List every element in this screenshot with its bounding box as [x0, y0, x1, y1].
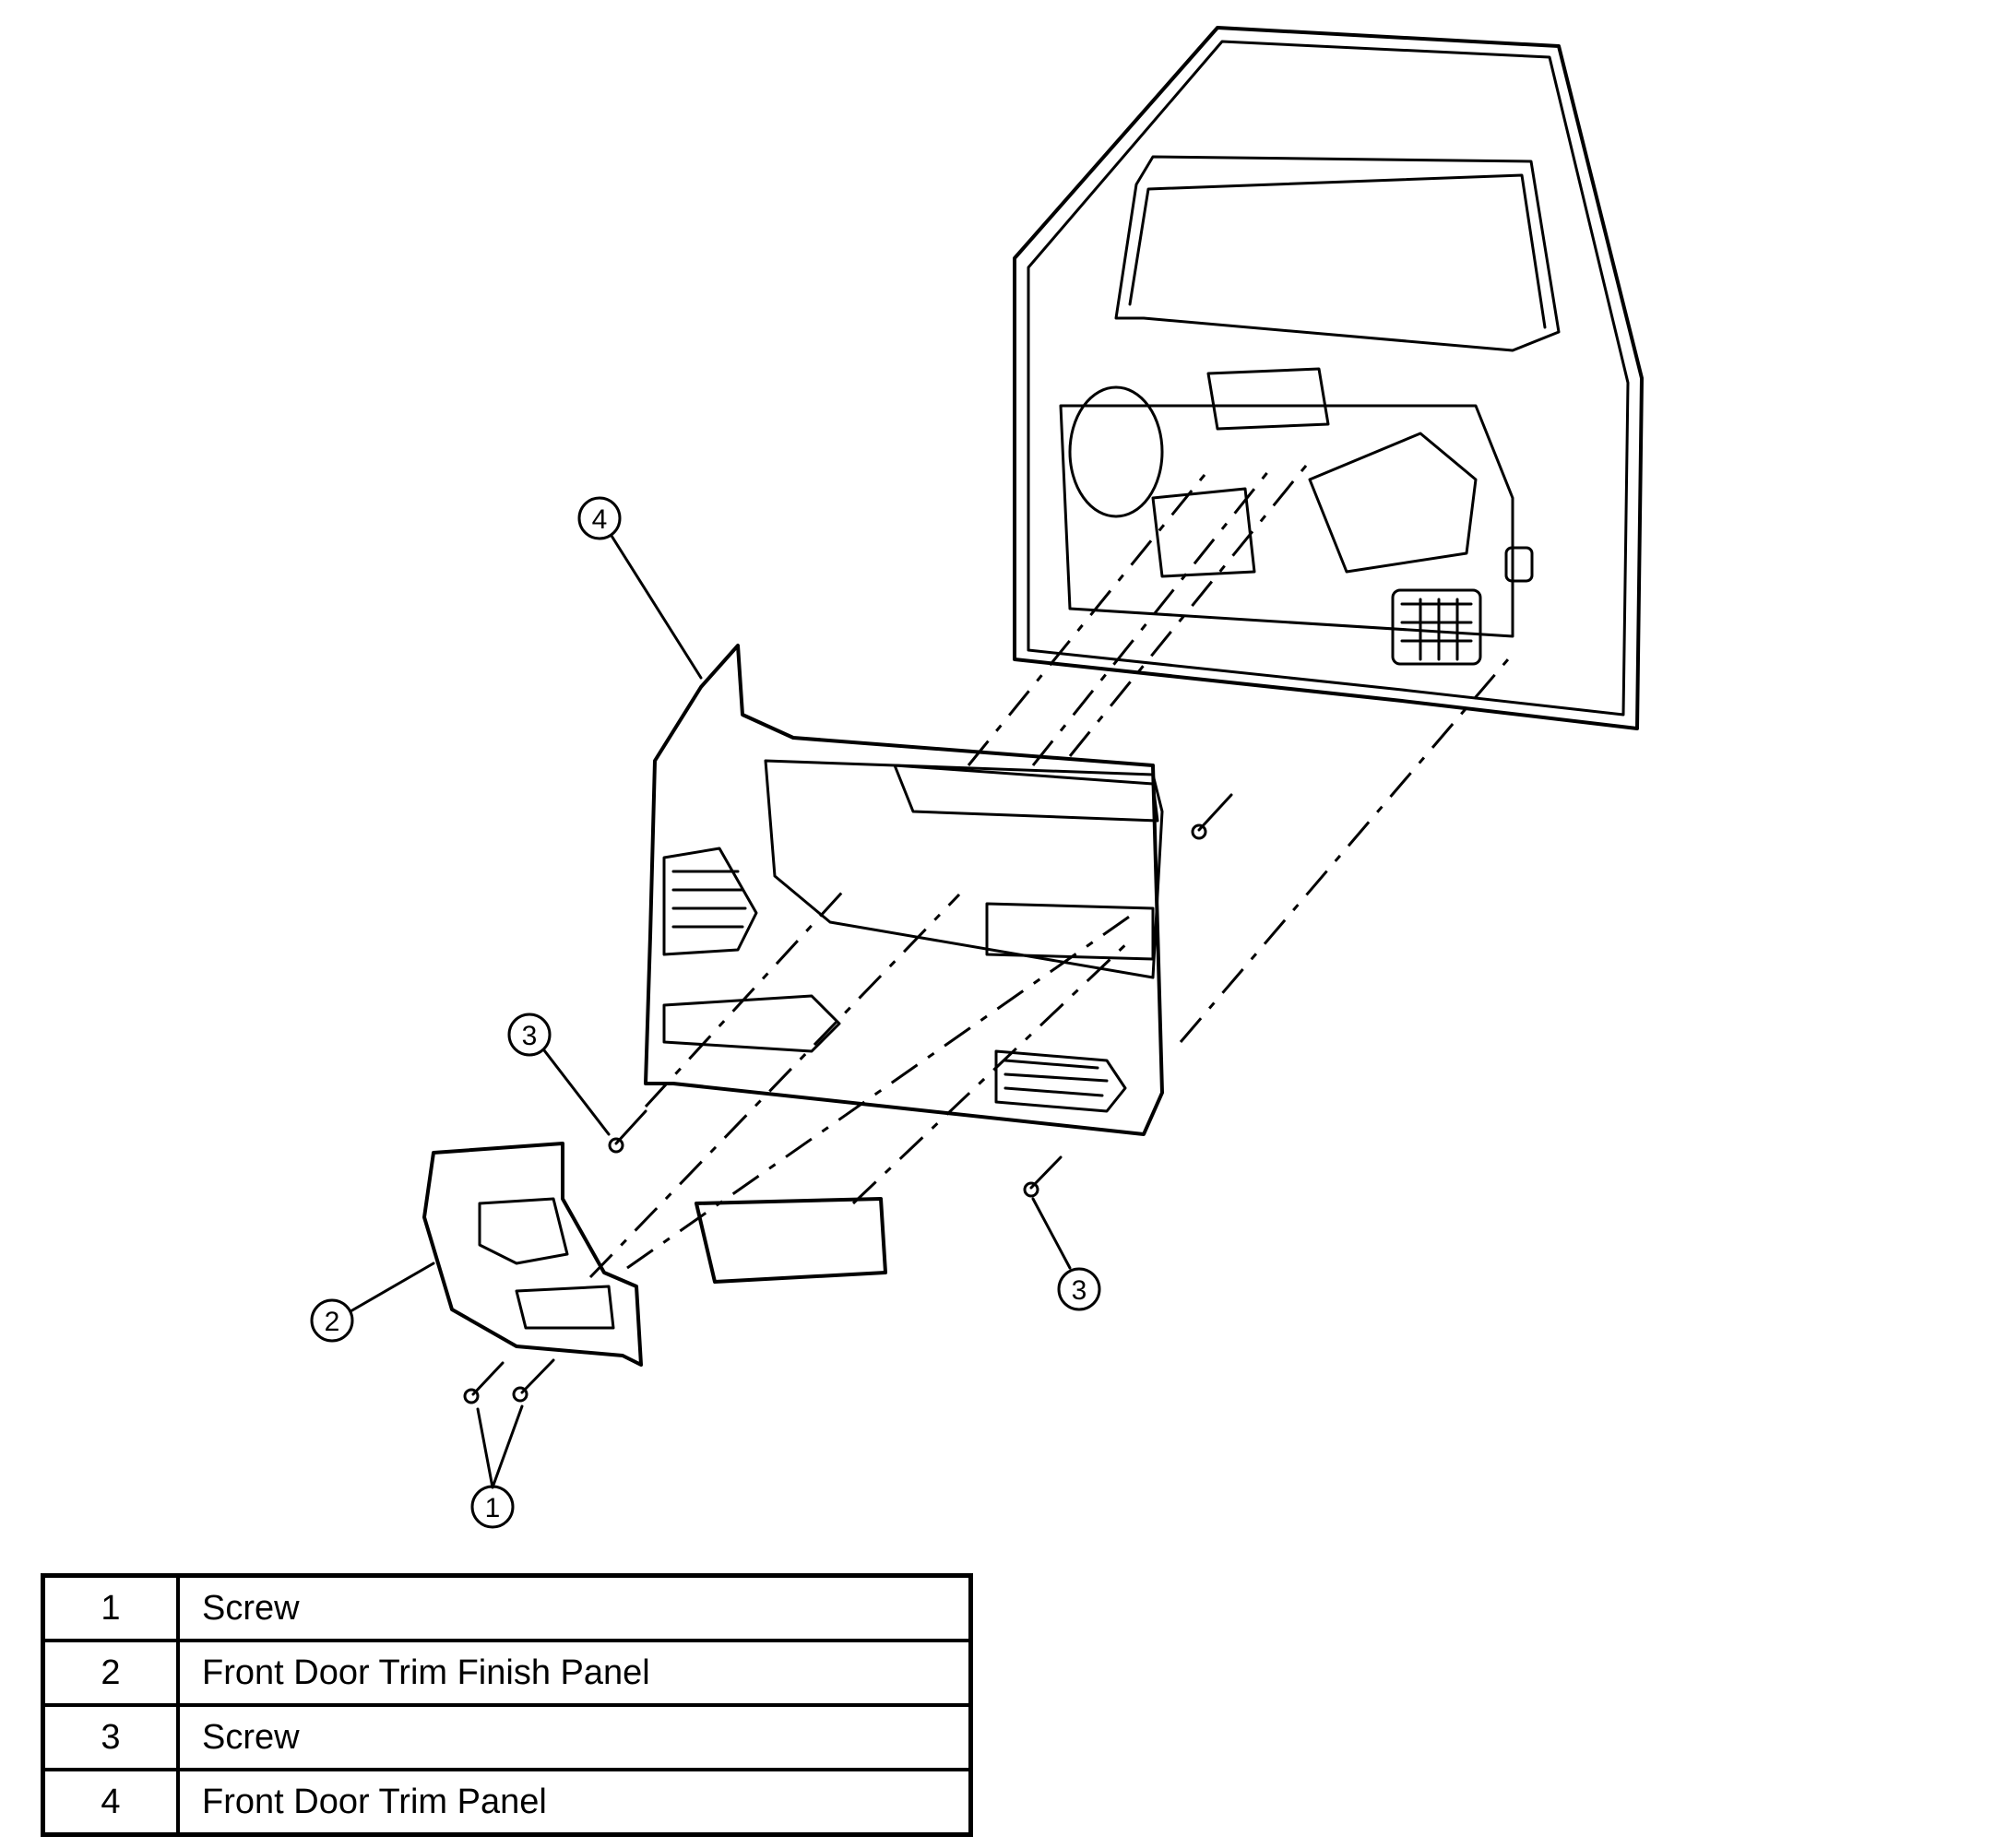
exploded-door-diagram: 4 3 3 2 1: [310, 26, 1644, 1529]
alignment-lines: [588, 460, 1510, 1279]
callout-2-label: 2: [325, 1307, 340, 1337]
callout-2: 2: [310, 1298, 354, 1343]
callout-4: 4: [577, 496, 622, 540]
legend-number: 2: [41, 1639, 180, 1707]
legend-row: 3 Screw: [41, 1703, 973, 1771]
legend-description: Screw: [176, 1573, 973, 1642]
callout-3-right: 3: [1057, 1267, 1101, 1311]
callout-3-left: 3: [507, 1013, 552, 1057]
callout-3-right-label: 3: [1072, 1275, 1087, 1306]
door-inner-frame: [1013, 26, 1644, 730]
parts-legend-table: 1 Screw 2 Front Door Trim Finish Panel 3…: [41, 1573, 973, 1837]
legend-description: Screw: [176, 1703, 973, 1771]
legend-number: 1: [41, 1573, 180, 1642]
callout-leaders: [349, 534, 1072, 1489]
legend-row: 4 Front Door Trim Panel: [41, 1768, 973, 1837]
legend-row: 2 Front Door Trim Finish Panel: [41, 1639, 973, 1707]
legend-number: 4: [41, 1768, 180, 1837]
legend-description: Front Door Trim Finish Panel: [176, 1639, 973, 1707]
callout-3-left-label: 3: [522, 1021, 538, 1051]
armrest-cover: [695, 1197, 887, 1284]
front-door-trim-panel: [644, 644, 1164, 1136]
screws: [463, 793, 1233, 1404]
callout-4-label: 4: [592, 504, 608, 535]
legend-number: 3: [41, 1703, 180, 1771]
callout-1: 1: [470, 1485, 515, 1529]
legend-row: 1 Screw: [41, 1573, 973, 1642]
legend-description: Front Door Trim Panel: [176, 1768, 973, 1837]
front-door-trim-finish-panel: [422, 1142, 643, 1367]
callout-1-label: 1: [485, 1493, 501, 1523]
